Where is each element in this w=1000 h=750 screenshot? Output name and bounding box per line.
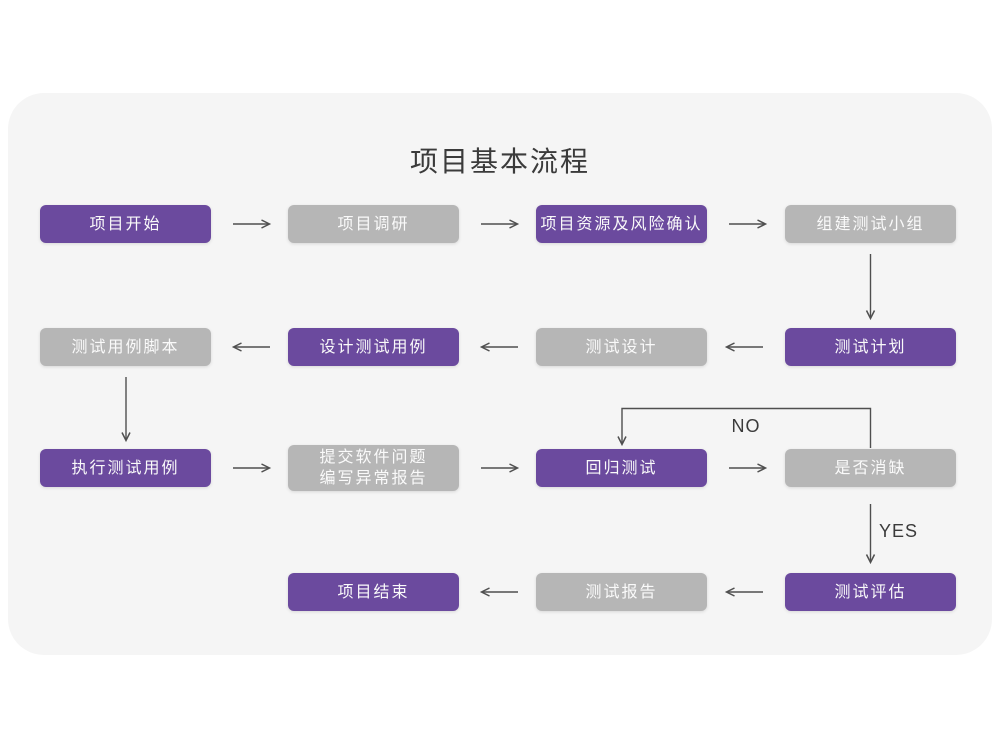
- diagram-card-background: [8, 93, 992, 655]
- node-design-test-case: 设计测试用例: [288, 328, 459, 366]
- node-test-evaluation: 测试评估: [785, 573, 956, 611]
- node-regression-test: 回归测试: [536, 449, 707, 487]
- edge-label-yes: YES: [879, 521, 919, 541]
- node-execute-test-case: 执行测试用例: [40, 449, 211, 487]
- node-defect-cleared-check: 是否消缺: [785, 449, 956, 487]
- no-loop-defectcheck-to-regression: [617, 407, 872, 448]
- node-test-plan: 测试计划: [785, 328, 956, 366]
- node-resource-risk-confirm: 项目资源及风险确认: [536, 205, 707, 243]
- node-project-research: 项目调研: [288, 205, 459, 243]
- node-test-report: 测试报告: [536, 573, 707, 611]
- node-project-start: 项目开始: [40, 205, 211, 243]
- node-build-test-team: 组建测试小组: [785, 205, 956, 243]
- node-test-design: 测试设计: [536, 328, 707, 366]
- diagram-title: 项目基本流程: [409, 146, 590, 177]
- node-submit-issue-report: 提交软件问题 编写异常报告: [288, 445, 459, 491]
- node-test-case-script: 测试用例脚本: [40, 328, 211, 366]
- edge-label-no: NO: [731, 416, 761, 436]
- node-project-end: 项目结束: [288, 573, 459, 611]
